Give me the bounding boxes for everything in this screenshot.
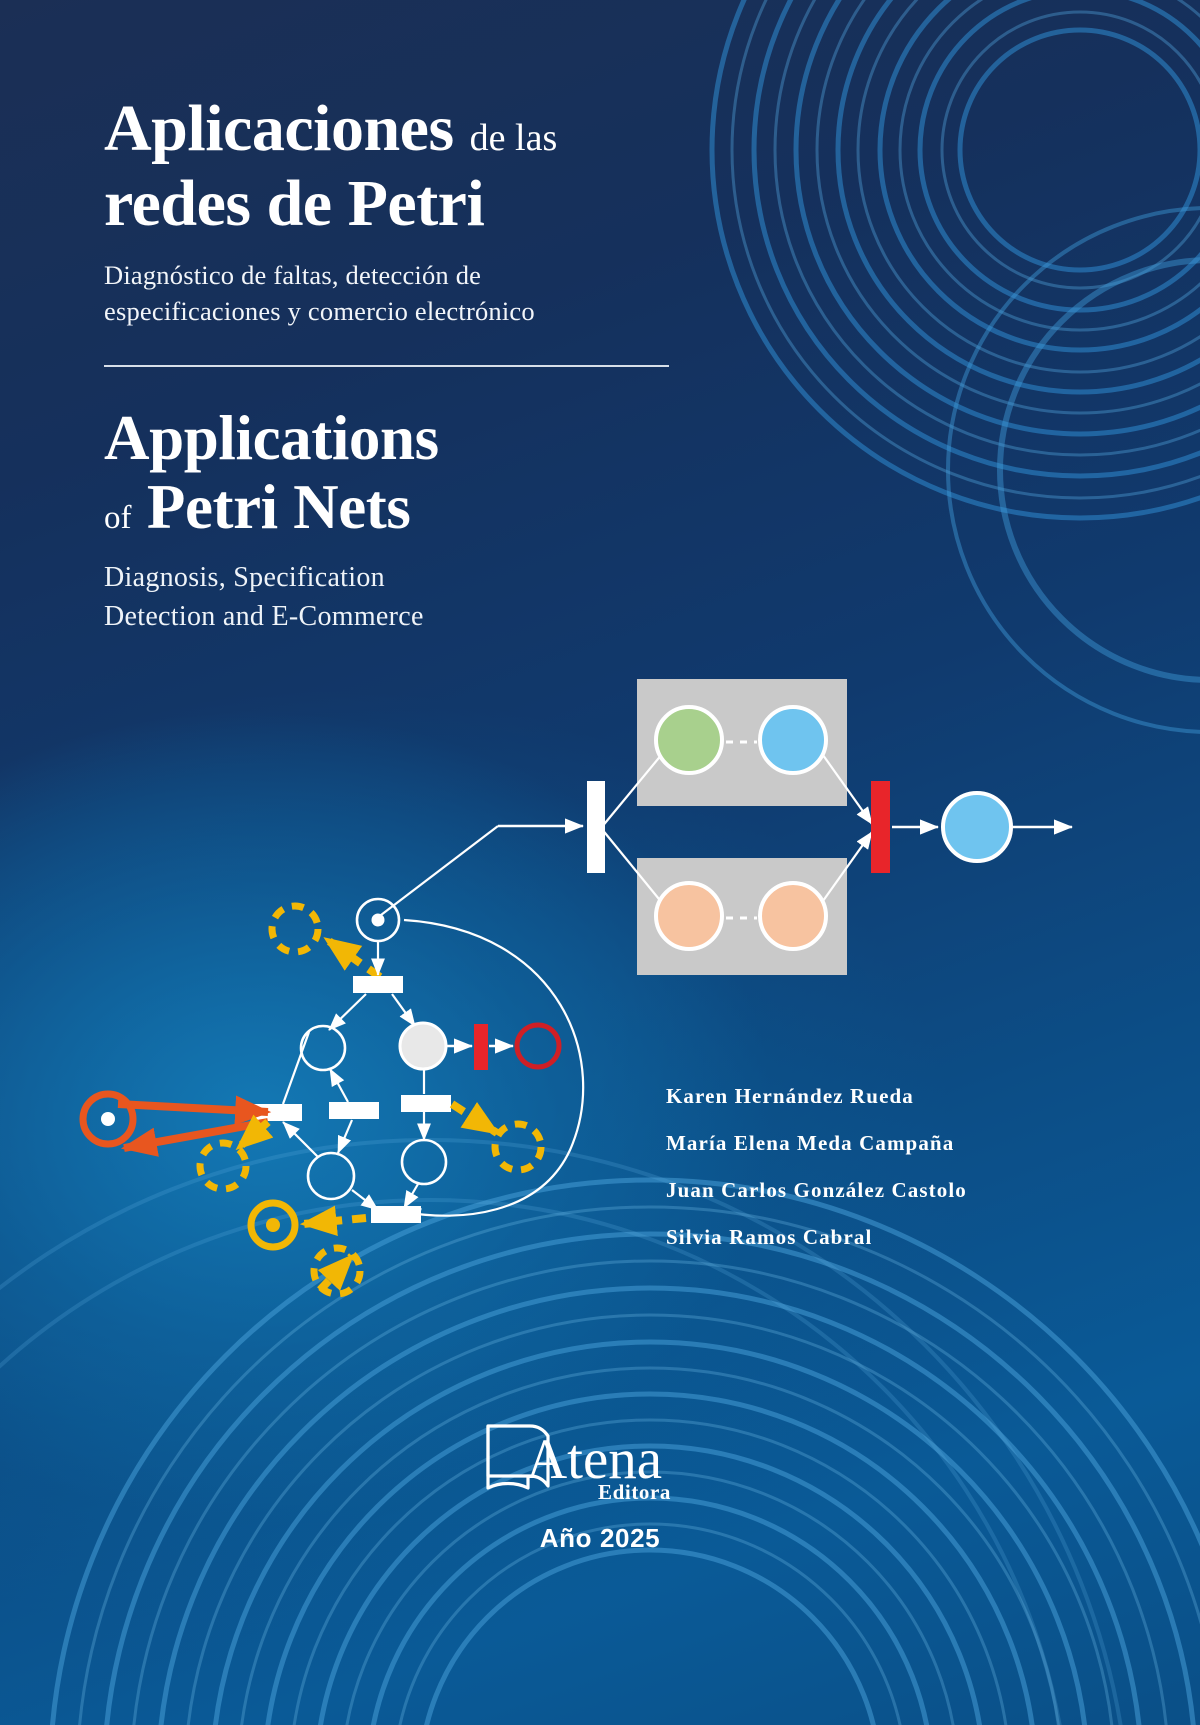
publisher-logo: Atena Editora Año 2025 — [0, 1416, 1200, 1554]
place-p3-gray — [398, 1021, 448, 1071]
open-book-icon: Atena Editora — [486, 1424, 671, 1502]
english-title-line-1: Applications — [104, 403, 439, 474]
transition-red-small — [474, 1024, 488, 1070]
spanish-subtitle-line-2: especificaciones y comercio electrónico — [104, 296, 535, 327]
place-red-outline — [514, 1022, 562, 1070]
fault-arrow-5 — [317, 1253, 355, 1293]
token-dot-orange — [101, 1112, 115, 1126]
fault-arrow-1 — [323, 935, 383, 981]
arc-t3-to-p4 — [336, 1119, 354, 1154]
fault-place-solid — [247, 1199, 299, 1251]
fault-arrow-2 — [235, 1114, 274, 1152]
svg-text:Atena: Atena — [526, 1428, 662, 1491]
transition-start — [587, 781, 605, 873]
arc-t3-to-p2 — [329, 1068, 349, 1103]
title-block: Aplicaciones de las redes de Petri Diagn… — [104, 96, 764, 636]
token-dot-yellow — [266, 1218, 280, 1232]
place-peach-left — [654, 881, 724, 951]
arc-t1-left — [328, 993, 367, 1031]
arc-p2-to-t2 — [281, 1031, 311, 1105]
transition-t5 — [371, 1206, 421, 1223]
token-dot-top — [371, 913, 385, 927]
place-orange-token — [79, 1090, 137, 1148]
english-title-connector: of — [104, 500, 132, 537]
arc-p4-to-t2 — [282, 1121, 319, 1158]
english-subtitle: Diagnosis, Specification Detection and E… — [104, 559, 764, 636]
english-title-line-2: of Petri Nets — [104, 474, 764, 541]
transition-end-red — [871, 781, 890, 873]
arc-t1-right — [391, 993, 416, 1027]
place-p2 — [299, 1024, 347, 1072]
arc-p5-to-t5 — [403, 1183, 419, 1209]
svg-text:Editora: Editora — [598, 1480, 671, 1502]
spanish-title-line-1: Aplicaciones de las — [104, 96, 764, 162]
arc-riser — [380, 825, 499, 916]
transition-t3 — [329, 1102, 379, 1119]
transition-t4 — [401, 1095, 451, 1112]
spanish-title-main: Aplicaciones — [104, 92, 454, 165]
author-name: Karen Hernández Rueda — [666, 1084, 914, 1108]
author-name: María Elena Meda Campaña — [666, 1131, 955, 1155]
title-divider — [104, 365, 669, 368]
place-p4 — [306, 1151, 356, 1201]
english-title-main: Petri Nets — [146, 472, 411, 543]
publication-year: Año 2025 — [539, 1523, 661, 1553]
fault-place-dashed-3 — [491, 1120, 545, 1174]
place-blue-top — [758, 705, 828, 775]
place-green — [654, 705, 724, 775]
orange-arc-forward — [117, 1095, 272, 1126]
place-p5 — [400, 1138, 448, 1186]
spanish-subtitle-line-1: Diagnóstico de faltas, detección de — [104, 260, 482, 291]
spanish-title-connector: de las — [469, 117, 558, 159]
fault-arrow-3 — [449, 1100, 500, 1137]
author-list: Karen Hernández Rueda María Elena Meda C… — [666, 1086, 1086, 1248]
fault-place-dashed-2 — [196, 1139, 250, 1193]
transition-t1 — [353, 976, 403, 993]
place-peach-right — [758, 881, 828, 951]
english-subtitle-line-1: Diagnosis, Specification — [104, 562, 385, 594]
author-name: Juan Carlos González Castolo — [666, 1178, 967, 1202]
spanish-title-line-2: redes de Petri — [104, 167, 485, 240]
fault-place-dashed-1 — [268, 902, 322, 956]
author-name: Silvia Ramos Cabral — [666, 1225, 873, 1249]
publisher-logo-mark: Atena Editora — [470, 1416, 730, 1502]
spanish-subtitle: Diagnóstico de faltas, detección de espe… — [104, 257, 764, 329]
fault-arrow-4 — [299, 1205, 367, 1236]
arc-feedback-curve — [403, 918, 585, 1222]
place-output-blue — [941, 791, 1013, 863]
fault-place-dashed-4 — [310, 1244, 364, 1298]
english-subtitle-line-2: Detection and E-Commerce — [104, 600, 424, 632]
